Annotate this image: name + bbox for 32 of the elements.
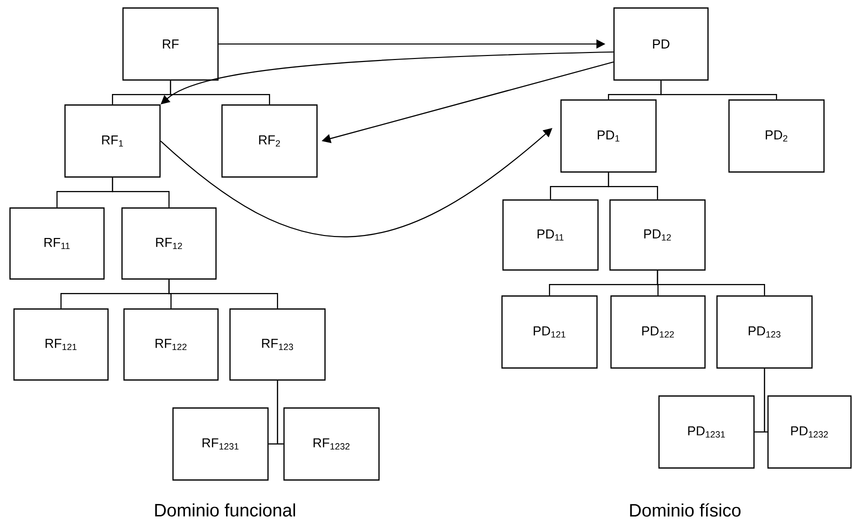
connector-line [168,280,278,308]
hierarchy-box: RF$_{121}$ [13,308,109,381]
connector-line [660,80,778,100]
connector-line [764,368,768,433]
arrow [160,128,552,238]
hierarchy-box: RF$_{1231}$ [172,407,269,481]
hierarchy-box: RF$_{11}$ [9,207,105,280]
hierarchy-box: PD$_{2}$ [728,99,825,173]
hierarchy-box: PD$_{1232}$ [767,395,852,469]
hierarchy-box: RF$_{1}$ [64,104,161,178]
hierarchy-box: RF$_{12}$ [121,207,217,280]
connector-line [656,270,766,296]
connector-line [608,172,658,200]
hierarchy-box: PD [613,7,709,81]
hierarchy-box: PD$_{12}$ [609,199,706,271]
hierarchy-box: RF$_{123}$ [229,308,326,381]
connector-line [170,80,270,104]
connector-line [276,380,284,445]
hierarchy-box: RF$_{2}$ [221,104,318,178]
connector-line [112,178,170,208]
hierarchy-box: RF$_{1232}$ [283,407,380,481]
hierarchy-box: PD$_{122}$ [610,295,706,369]
hierarchy-box: PD$_{1}$ [560,99,657,173]
hierarchy-box: RF [122,7,219,81]
domain-label: Dominio funcional [155,503,296,517]
hierarchy-box: PD$_{1231}$ [658,395,755,469]
domain-label: Dominio físico [630,503,741,517]
hierarchy-box: PD$_{11}$ [502,199,599,271]
hierarchy-box: PD$_{121}$ [501,295,598,369]
arrow [160,51,614,104]
hierarchy-box: RF$_{122}$ [123,308,219,381]
hierarchy-box: PD$_{123}$ [716,295,813,369]
